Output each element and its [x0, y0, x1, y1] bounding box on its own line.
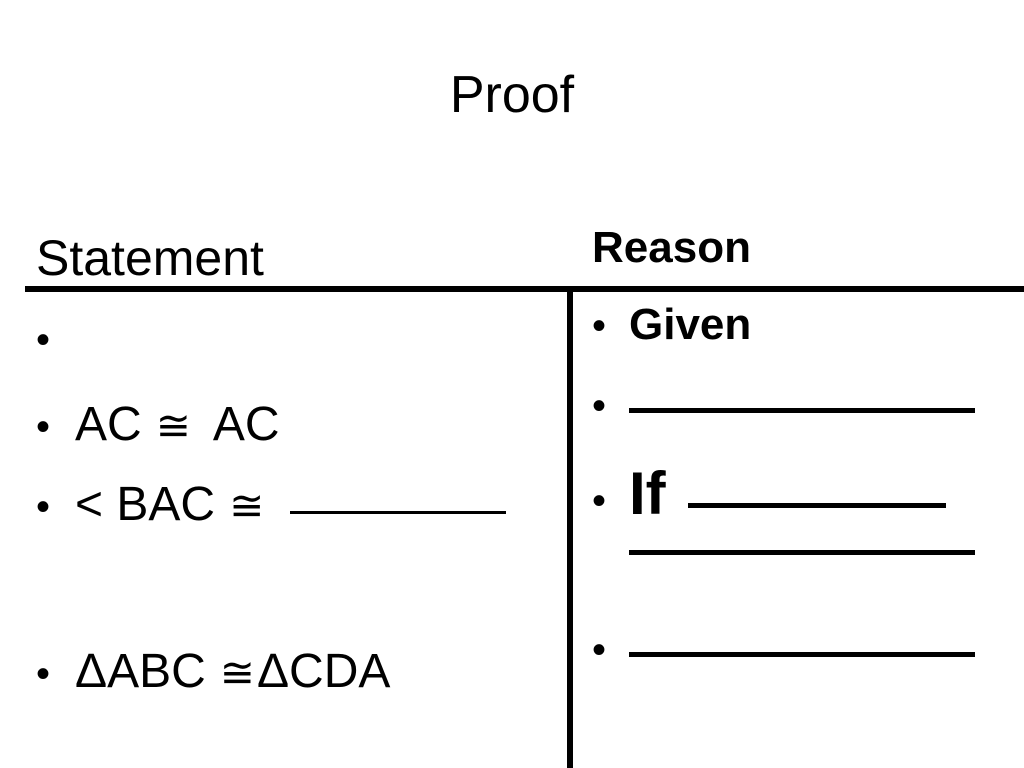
- page-title: Proof: [449, 66, 575, 124]
- reason-item-1: • Given: [592, 297, 751, 354]
- statement-item-3: • < BAC ≅: [36, 475, 507, 537]
- statement-right: ΔCDA: [256, 645, 391, 698]
- congruent-symbol: ≅: [229, 481, 265, 530]
- reason-item-3: • If: [592, 460, 946, 529]
- reason-text: Given: [629, 300, 752, 349]
- congruent-symbol: ≅: [219, 648, 255, 697]
- reason-item-2: •: [592, 378, 975, 434]
- table-horizontal-rule: [25, 286, 1024, 292]
- congruent-symbol: ≅: [155, 401, 191, 450]
- bullet: •: [36, 318, 51, 362]
- statement-item-1: •: [36, 310, 75, 370]
- statement-left: < BAC: [75, 478, 216, 531]
- statement-column-heading: Statement: [36, 230, 264, 286]
- reason-item-4: •: [592, 622, 975, 678]
- answer-blank: [687, 503, 946, 508]
- bullet: •: [36, 652, 51, 696]
- statement-left: ΔABC: [75, 645, 206, 698]
- reason-column-heading: Reason: [592, 223, 751, 272]
- statement-item-2: • AC ≅ AC: [36, 395, 280, 457]
- bullet: •: [592, 384, 607, 428]
- bullet: •: [36, 405, 51, 449]
- reason-text: If: [629, 460, 666, 527]
- reason-item-3-continuation: [629, 550, 975, 561]
- bullet: •: [592, 479, 607, 523]
- answer-blank: [629, 550, 975, 555]
- statement-item-4: • ΔABC ≅ ΔCDA: [36, 642, 390, 704]
- answer-blank: [629, 652, 975, 657]
- table-vertical-rule: [567, 290, 573, 768]
- statement-right: AC: [212, 398, 280, 451]
- bullet: •: [592, 628, 607, 672]
- answer-blank: [629, 408, 975, 413]
- bullet: •: [36, 485, 51, 529]
- answer-blank: [290, 511, 507, 514]
- statement-left: AC: [75, 398, 142, 451]
- bullet: •: [592, 304, 607, 348]
